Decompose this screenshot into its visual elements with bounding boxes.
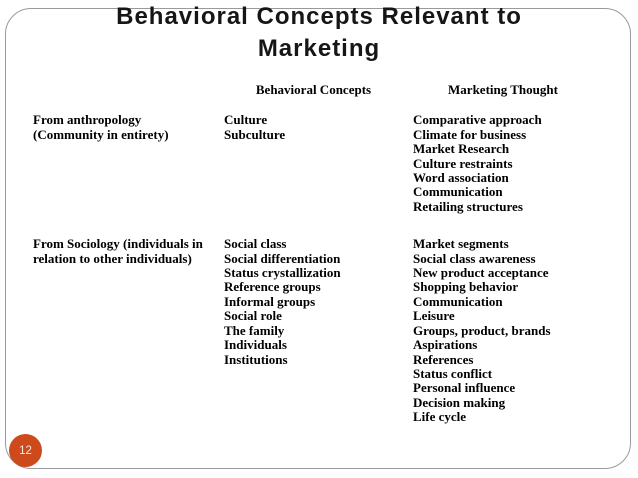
marketing-item: Life cycle xyxy=(413,409,467,425)
slide-border xyxy=(5,8,631,469)
page-number-badge: 12 xyxy=(9,434,42,467)
marketing-item: Personal influence xyxy=(413,380,516,396)
row-concepts: Social class Social differentiation Stat… xyxy=(224,236,413,424)
marketing-item: References xyxy=(413,351,474,367)
marketing-item: Groups, product, brands xyxy=(413,322,551,338)
concept-item: Reference groups xyxy=(224,279,321,295)
marketing-item: Leisure xyxy=(413,308,455,324)
concept-item: Culture xyxy=(224,112,268,128)
marketing-item: Comparative approach xyxy=(413,112,542,128)
header-spacer xyxy=(33,83,224,97)
marketing-item: Status conflict xyxy=(413,365,493,381)
concept-item: Subculture xyxy=(224,126,286,142)
row-marketing: Market segments Social class awareness N… xyxy=(413,236,603,425)
header-marketing-thought: Marketing Thought xyxy=(448,82,558,97)
row-concepts: Culture Subculture xyxy=(224,112,413,214)
page-title: Behavioral Concepts Relevant to Marketin… xyxy=(0,1,638,65)
marketing-item: Climate for business xyxy=(413,126,527,142)
marketing-item: New product acceptance xyxy=(413,265,549,281)
concept-item: Status crystallization xyxy=(224,265,341,281)
table-row-sociology: From Sociology (individuals in relation … xyxy=(33,236,605,425)
marketing-item: Market Research xyxy=(413,141,510,157)
row-source: From Sociology (individuals in relation … xyxy=(33,236,203,266)
title-line-2: Marketing xyxy=(257,35,381,62)
concept-item: The family xyxy=(224,322,285,338)
concept-item: Social role xyxy=(224,308,282,324)
marketing-item: Retailing structures xyxy=(413,198,523,214)
concept-item: Individuals xyxy=(224,337,287,353)
comparison-table: Behavioral Concepts Marketing Thought Fr… xyxy=(33,82,605,425)
row-source: From anthropology (Community in entirety… xyxy=(33,112,169,142)
table-row-anthropology: From anthropology (Community in entirety… xyxy=(33,112,605,214)
row-marketing: Comparative approach Climate for busines… xyxy=(413,112,603,214)
marketing-item: Shopping behavior xyxy=(413,279,519,295)
header-behavioral-concepts: Behavioral Concepts xyxy=(255,82,372,97)
marketing-item: Communication xyxy=(413,184,503,200)
concept-item: Institutions xyxy=(224,351,288,367)
marketing-item: Culture restraints xyxy=(413,155,513,171)
marketing-item: Decision making xyxy=(413,394,506,410)
concept-item: Social differentiation xyxy=(224,250,341,266)
concept-item: Informal groups xyxy=(224,293,316,309)
title-line-1: Behavioral Concepts Relevant to xyxy=(116,3,522,30)
table-header-row: Behavioral Concepts Marketing Thought xyxy=(33,82,605,97)
marketing-item: Communication xyxy=(413,293,503,309)
page-number: 12 xyxy=(19,444,32,457)
marketing-item: Word association xyxy=(413,170,509,186)
marketing-item: Market segments xyxy=(413,236,509,252)
concept-item: Social class xyxy=(224,236,287,252)
marketing-item: Social class awareness xyxy=(413,250,536,266)
marketing-item: Aspirations xyxy=(413,337,478,353)
